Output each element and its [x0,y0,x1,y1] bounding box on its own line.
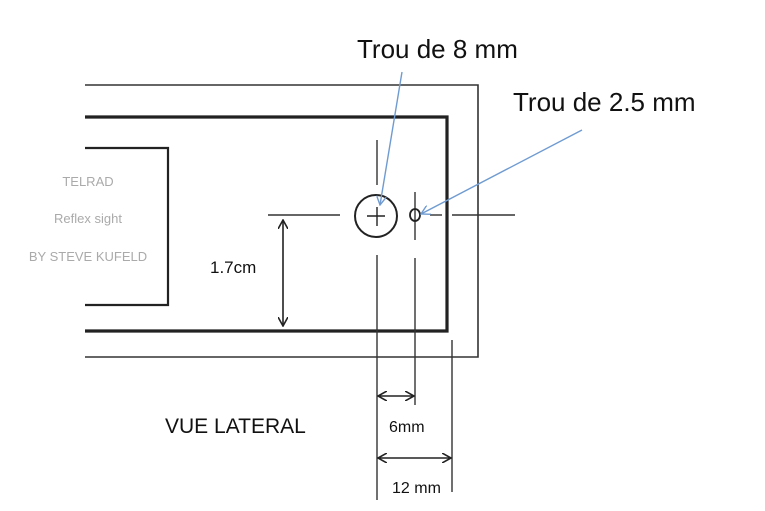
center-cross-icon [367,207,385,226]
centerlines [268,140,515,500]
spacing-small-label: 6mm [389,419,425,436]
watermark-line2: Reflex sight [54,211,122,226]
watermark-line1: TELRAD [62,174,113,189]
view-label: VUE LATERAL [165,415,306,438]
outer-outline [85,84,479,358]
hole-2-5mm [409,208,421,222]
watermark-line3: BY STEVE KUFELD [29,249,147,264]
inner-outline [85,115,449,333]
callout-hole-2-5mm: Trou de 2.5 mm [513,87,696,117]
hole-8mm [354,194,398,238]
callout-hole-8mm: Trou de 8 mm [357,34,518,64]
callout-arrow-8mm [380,71,403,205]
callout-arrow-2-5mm [421,129,583,214]
height-dimension-label: 1.7cm [210,258,256,277]
spacing-large-label: 12 mm [392,480,441,497]
cutout-outline [85,146,170,307]
